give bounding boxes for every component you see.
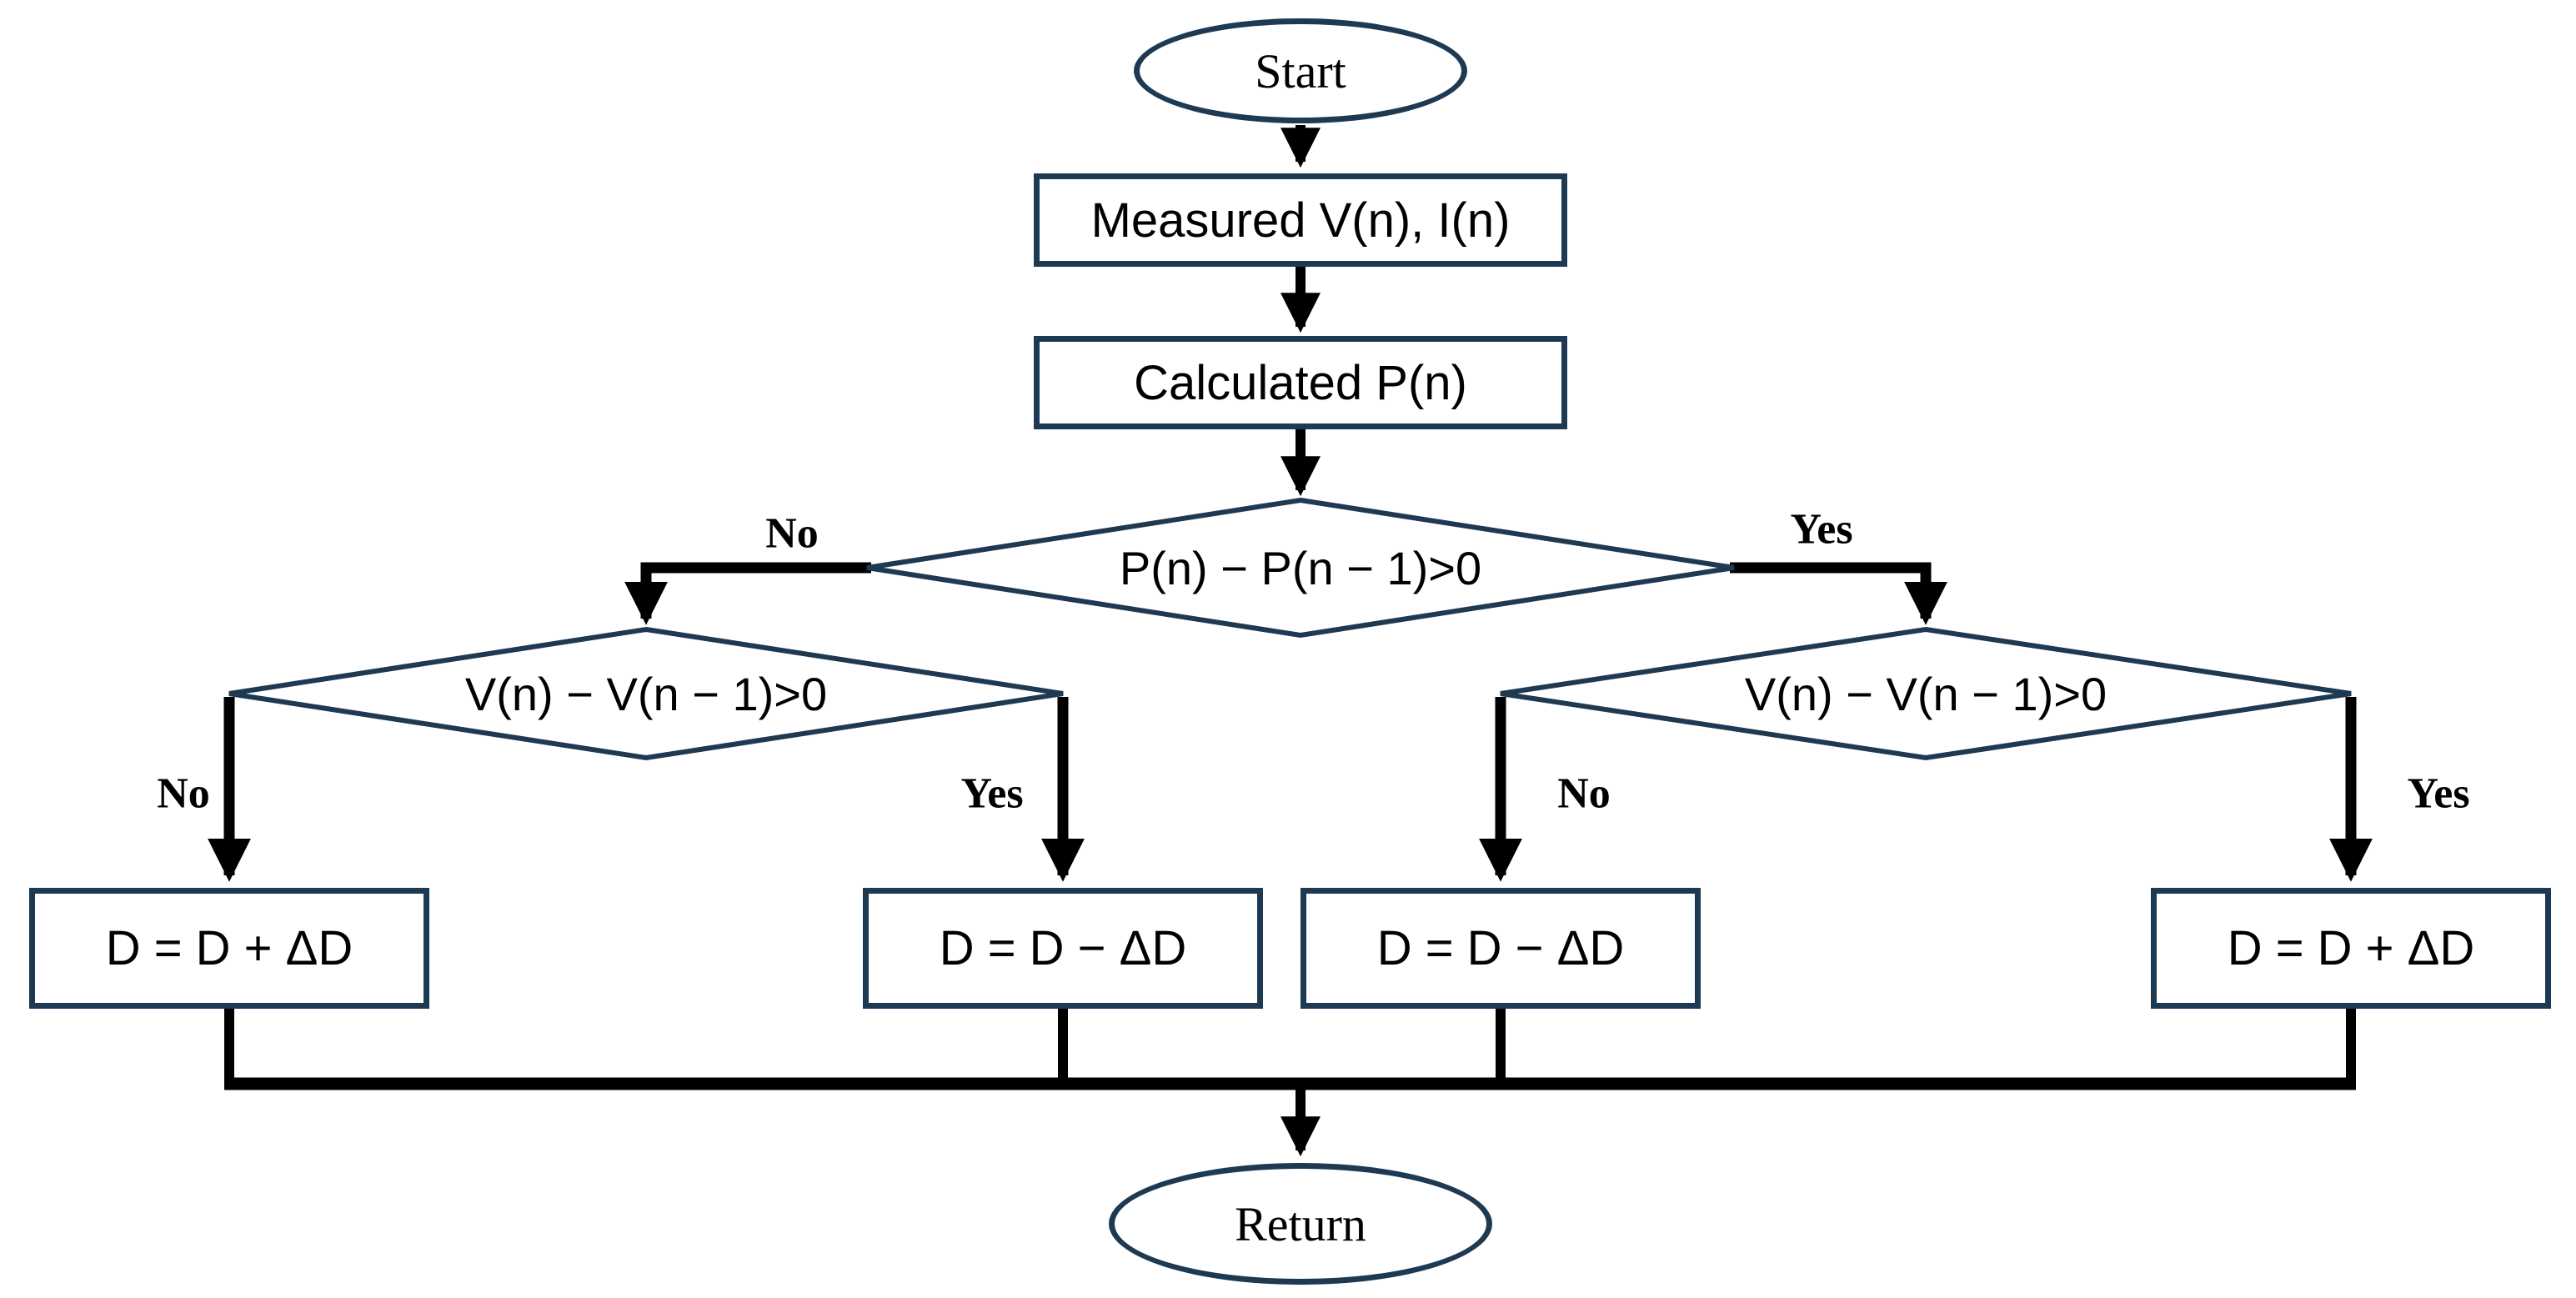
return-node: Return	[1109, 1163, 1492, 1285]
right-voltage-yes-edge-label: Yes	[2407, 769, 2470, 818]
start-label: Start	[1255, 43, 1346, 98]
duty-left-yes-label: D = D − ΔD	[939, 921, 1187, 975]
duty-left-yes-box: D = D − ΔD	[863, 888, 1263, 1009]
power-decision-label: P(n) − P(n − 1)>0	[1119, 541, 1482, 594]
left-voltage-decision-diamond: V(n) − V(n − 1)>0	[228, 626, 1064, 761]
left-voltage-decision-shape	[228, 626, 1064, 761]
calculated-process-box: Calculated P(n)	[1034, 336, 1567, 429]
duty-right-yes-label: D = D + ΔD	[2227, 921, 2475, 975]
return-label: Return	[1235, 1196, 1366, 1251]
power-yes-edge-label: Yes	[1790, 505, 1853, 554]
power-decision-shape	[866, 497, 1735, 639]
power-decision-diamond: P(n) − P(n − 1)>0	[866, 497, 1735, 639]
power-no-edge-label: No	[765, 509, 819, 558]
right-voltage-no-edge-label: No	[1557, 769, 1611, 818]
arrow-power-yes-branch	[1730, 562, 1947, 625]
duty-right-no-box: D = D − ΔD	[1301, 888, 1701, 1009]
right-voltage-decision-diamond: V(n) − V(n − 1)>0	[1500, 626, 2352, 761]
duty-right-no-label: D = D − ΔD	[1376, 921, 1625, 975]
duty-right-yes-box: D = D + ΔD	[2151, 888, 2551, 1009]
right-voltage-decision-shape	[1500, 626, 2352, 761]
duty-left-no-label: D = D + ΔD	[105, 921, 353, 975]
calculated-label: Calculated P(n)	[1134, 355, 1467, 410]
arrow-power-no-branch	[624, 562, 871, 625]
measured-process-box: Measured V(n), I(n)	[1034, 173, 1567, 267]
left-voltage-yes-edge-label: Yes	[960, 769, 1024, 818]
measured-label: Measured V(n), I(n)	[1090, 193, 1511, 248]
start-node: Start	[1134, 18, 1467, 123]
left-voltage-no-edge-label: No	[157, 769, 210, 818]
duty-left-no-box: D = D + ΔD	[29, 888, 429, 1009]
right-voltage-decision-label: V(n) − V(n − 1)>0	[1744, 667, 2107, 720]
left-voltage-decision-label: V(n) − V(n − 1)>0	[464, 667, 828, 720]
